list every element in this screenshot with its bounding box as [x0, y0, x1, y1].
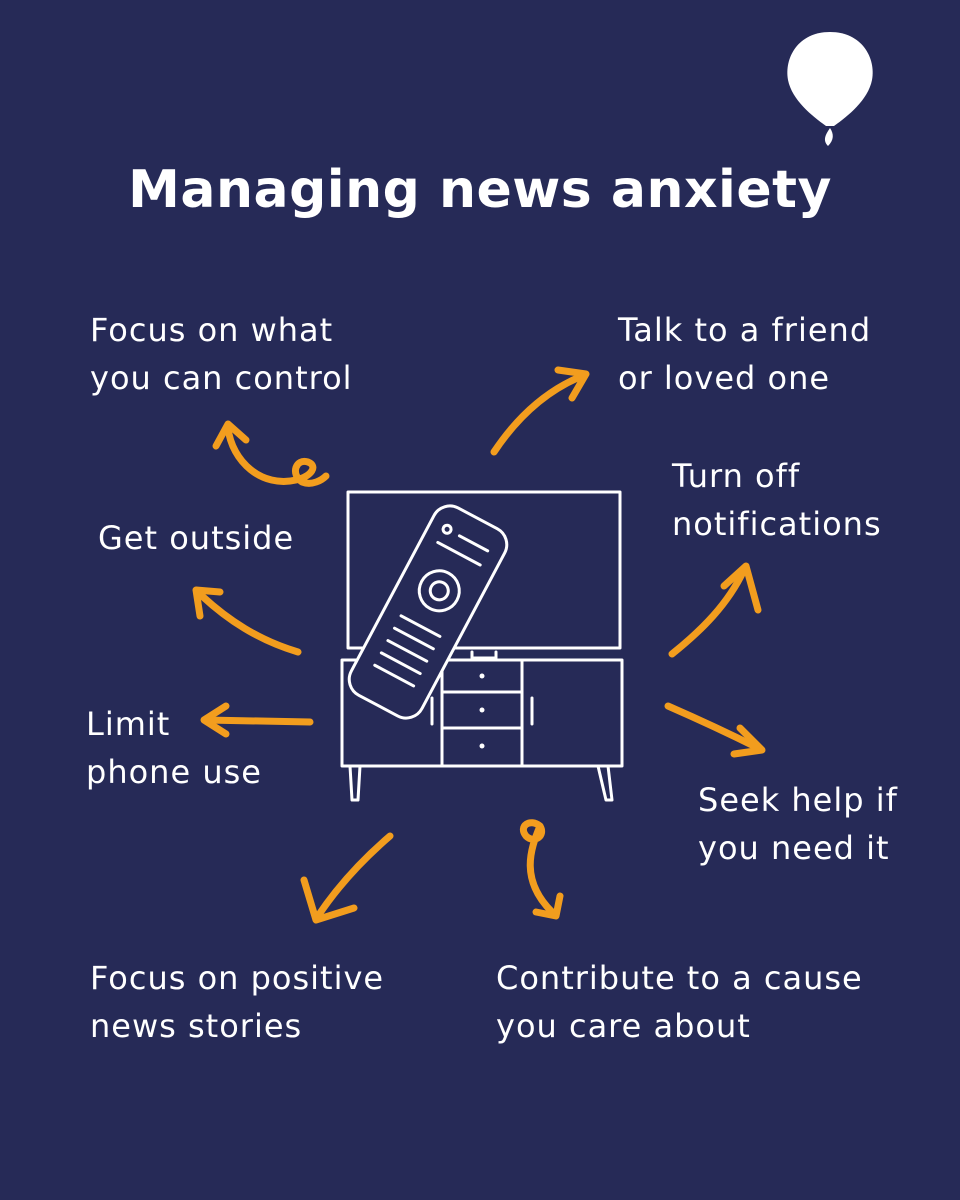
tip-seek-help: Seek help if you need it: [698, 781, 898, 867]
tip-contribute-cause: Contribute to a cause you care about: [496, 959, 863, 1045]
arrow-control-icon: [224, 424, 330, 487]
tip-focus-control: Focus on what you can control: [90, 311, 353, 397]
arrow-cause-icon: [519, 819, 556, 916]
tv-stand-illustration: [340, 490, 624, 802]
tip-turn-off-notifications: Turn off notifications: [672, 457, 882, 543]
tip-positive-news: Focus on positive news stories: [90, 959, 385, 1045]
tip-talk-friend: Talk to a friend or loved one: [618, 311, 872, 397]
tip-limit-phone: Limit phone use: [86, 705, 262, 791]
tip-get-outside: Get outside: [98, 519, 295, 557]
page-title: Managing news anxiety: [128, 160, 832, 220]
arrow-notifications-icon: [668, 566, 748, 658]
arrow-phone-icon: [202, 716, 314, 726]
arrow-positive-icon: [314, 832, 394, 920]
arrow-help-icon: [664, 702, 762, 752]
balloon-logo-icon: [787, 32, 873, 146]
remote-control-illustration: [347, 504, 509, 720]
arrow-friend-icon: [490, 372, 586, 456]
arrow-outside-icon: [198, 592, 302, 656]
